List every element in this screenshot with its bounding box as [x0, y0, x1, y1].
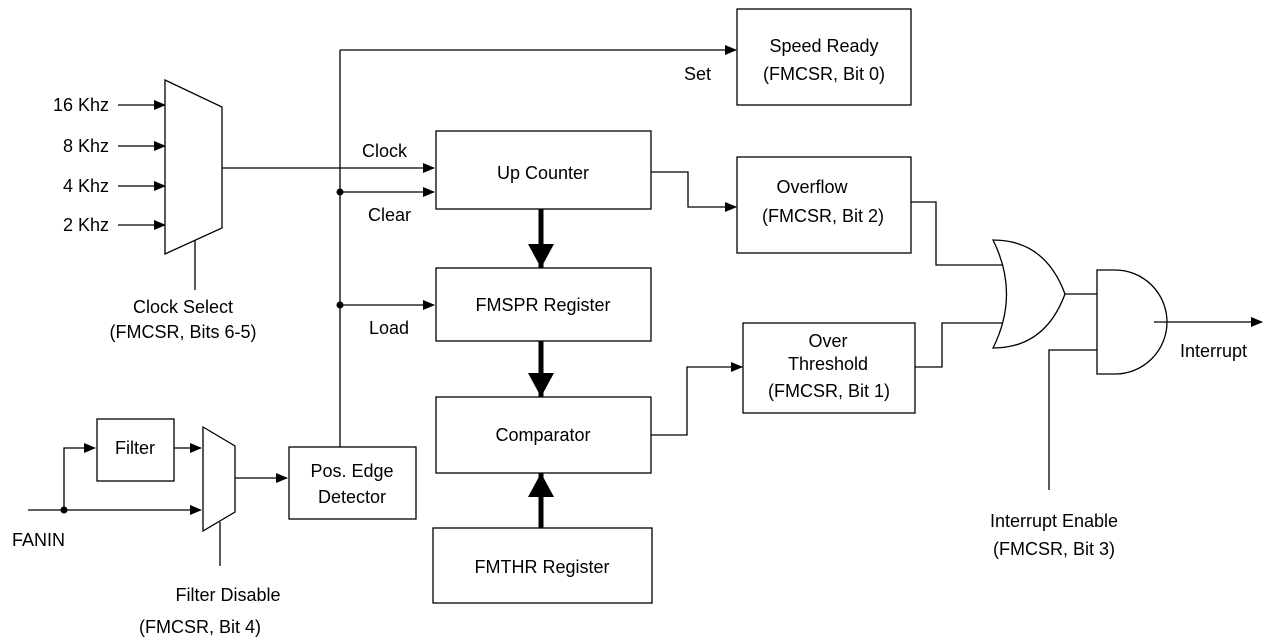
up-counter-label: Up Counter	[497, 163, 589, 183]
speed-ready-bit-label: (FMCSR, Bit 0)	[763, 64, 885, 84]
pos-edge-label: Pos. Edge	[310, 461, 393, 481]
overflow-bit-label: (FMCSR, Bit 2)	[762, 206, 884, 226]
threshold-to-or-line	[915, 322, 1008, 368]
clock-input-label-4khz: 4 Khz	[63, 176, 109, 196]
clock-input-label-2khz: 2 Khz	[63, 215, 109, 235]
filter-box	[96, 418, 175, 482]
over-threshold-line	[651, 362, 743, 436]
clock-select-label: Clock Select	[133, 297, 233, 317]
filter-label: Filter	[115, 438, 155, 458]
set-label: Set	[684, 64, 711, 84]
filter-disable-label: Filter Disable	[175, 585, 280, 605]
interrupt-enable-line	[1048, 349, 1097, 490]
overflow-to-or-line	[911, 201, 1008, 266]
clock-select-mux	[164, 78, 223, 256]
overflow-line	[651, 171, 737, 212]
over-threshold-bit-label: (FMCSR, Bit 1)	[768, 381, 890, 401]
fmthr-register-label: FMTHR Register	[474, 557, 609, 577]
fanin-label: FANIN	[12, 530, 65, 550]
fmspr-register-label: FMSPR Register	[475, 295, 610, 315]
overflow-label: Overflow	[776, 177, 848, 197]
over-threshold-box	[742, 322, 916, 414]
up-counter-box	[435, 130, 652, 210]
interrupt-label: Interrupt	[1180, 341, 1247, 361]
comparator-label: Comparator	[495, 425, 590, 445]
fanin-to-filter-line	[63, 443, 96, 510]
pos-edge-detector-box	[288, 446, 417, 520]
fmthr-register-box	[432, 527, 653, 604]
overflow-box	[736, 156, 912, 254]
clear-junction-dot	[336, 188, 344, 196]
fmspr-register-box	[435, 267, 652, 342]
filter-disable-bit-label: (FMCSR, Bit 4)	[139, 617, 261, 637]
speed-ready-box	[736, 8, 912, 106]
clock-input-label-16khz: 16 Khz	[53, 95, 109, 115]
interrupt-enable-label: Interrupt Enable	[990, 511, 1118, 531]
clock-input-label-8khz: 8 Khz	[63, 136, 109, 156]
over-threshold-label: Over	[808, 331, 847, 351]
or-gate	[991, 239, 1066, 349]
load-label: Load	[369, 318, 409, 338]
interrupt-enable-bit-label: (FMCSR, Bit 3)	[993, 539, 1115, 559]
clear-label: Clear	[368, 205, 411, 225]
over-threshold-label-2: Threshold	[788, 354, 868, 374]
load-junction-dot	[336, 301, 344, 309]
speed-ready-label: Speed Ready	[769, 36, 878, 56]
clock-label: Clock	[362, 141, 408, 161]
clock-select-bits-label: (FMCSR, Bits 6-5)	[109, 322, 256, 342]
filter-disable-mux	[202, 425, 236, 533]
and-gate	[1096, 269, 1168, 375]
pos-edge-detector-label: Detector	[318, 487, 386, 507]
